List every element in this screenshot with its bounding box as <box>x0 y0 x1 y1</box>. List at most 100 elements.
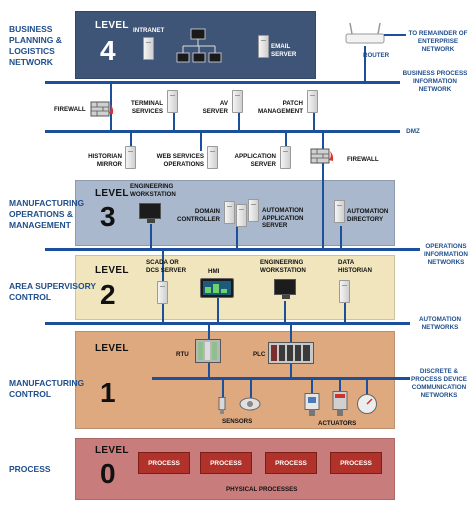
sensor1-drop <box>222 380 224 398</box>
hmi-label: HMI <box>208 268 220 275</box>
dmz-label: DMZ <box>406 128 420 135</box>
level0-word: LEVEL <box>95 445 129 456</box>
hmi-drop <box>217 297 219 323</box>
level1-number: 1 <box>100 377 116 408</box>
actuator-icon-2 <box>332 391 348 416</box>
web-services-drop <box>200 133 202 151</box>
router-icon <box>345 22 385 44</box>
router-uplink <box>384 34 406 36</box>
firewall-label-lower: FIREWALL <box>347 156 379 163</box>
level2-word: LEVEL <box>95 265 129 276</box>
business-process-network-line <box>45 81 400 84</box>
hmi-panel-icon <box>200 278 234 298</box>
web-services-icon <box>207 146 218 169</box>
dmz-line <box>45 130 400 133</box>
automation-app-server-icon <box>248 199 259 222</box>
av-drop <box>238 112 240 131</box>
terminal-drop <box>173 112 175 131</box>
level3-word: LEVEL <box>95 188 129 199</box>
act2-drop <box>339 380 341 394</box>
terminal-services-icon <box>167 90 178 113</box>
plc-label: PLC <box>253 351 266 358</box>
dc-drop <box>236 226 238 249</box>
application-server-icon <box>280 146 291 169</box>
level1-word: LEVEL <box>95 343 129 354</box>
eng-ws2-drop <box>284 301 286 323</box>
rtu-icon <box>195 339 221 363</box>
historian-mirror-drop <box>130 133 132 151</box>
level0-number: 0 <box>100 458 116 489</box>
level2-number: 2 <box>100 279 116 310</box>
firewall-icon-lower <box>310 148 334 164</box>
rtu-label: RTU <box>176 351 189 358</box>
sensors-label: SENSORS <box>222 418 253 425</box>
hist-drop <box>344 301 346 323</box>
process-box-1: PROCESS <box>138 452 190 474</box>
act3-drop <box>366 380 368 394</box>
process-box-2: PROCESS <box>200 452 252 474</box>
device-network-line <box>152 377 410 380</box>
level4-word: LEVEL <box>95 20 129 31</box>
operations-network-line <box>45 248 420 251</box>
patch-drop <box>313 112 315 131</box>
firewall-drop-2 <box>322 133 324 249</box>
scada-server-icon <box>157 281 168 304</box>
ad-drop <box>340 226 342 249</box>
workstation-l3-icon <box>139 203 161 223</box>
plc-down <box>290 364 292 378</box>
plc-drop <box>290 325 292 343</box>
process-box-3: PROCESS <box>265 452 317 474</box>
historian-mirror-icon <box>125 146 136 169</box>
actuator-icon-3 <box>357 394 377 414</box>
rtu-drop <box>208 325 210 340</box>
router-drop <box>364 46 366 82</box>
level4-band <box>75 11 316 79</box>
actuator-icon-1 <box>304 393 320 416</box>
act1-drop <box>311 380 313 394</box>
data-historian-icon <box>339 280 350 303</box>
domain-controller-icon-2 <box>236 204 247 227</box>
app-server-drop <box>285 133 287 151</box>
level3-number: 3 <box>100 201 116 232</box>
intranet-label: INTRANET <box>133 27 165 34</box>
automation-directory-icon <box>334 200 345 223</box>
firewall-label-upper: FIREWALL <box>54 106 86 113</box>
workstation-l2-icon <box>274 279 296 299</box>
physical-processes-label: PHYSICAL PROCESSES <box>226 486 298 493</box>
av-server-icon <box>232 90 243 113</box>
level4-number: 4 <box>100 35 116 66</box>
network-diagram-icon <box>176 28 222 63</box>
domain-controller-icon-1 <box>224 201 235 224</box>
actuators-label: ACTUATORS <box>318 420 357 427</box>
firewall-icon <box>90 101 114 117</box>
email-server-icon <box>258 35 269 58</box>
patch-management-icon <box>307 90 318 113</box>
sensor-icon-2 <box>239 397 261 411</box>
plc-icon <box>268 342 314 364</box>
automation-network-line <box>45 322 410 325</box>
side-label-level0: PROCESS <box>9 464 51 474</box>
